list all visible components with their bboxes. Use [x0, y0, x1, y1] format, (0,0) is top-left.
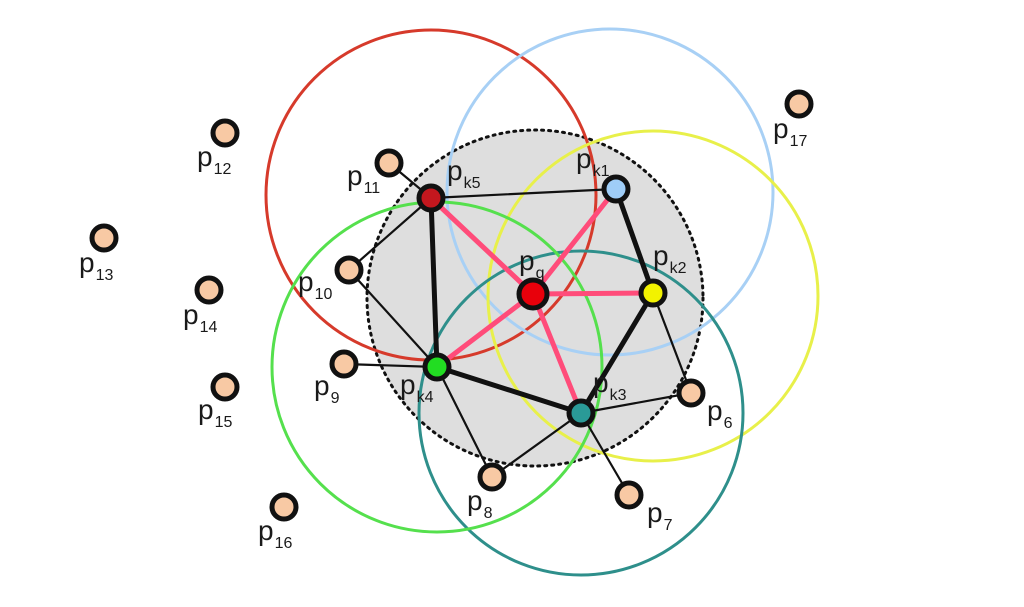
label-p16: p16 — [258, 515, 292, 552]
point-p10 — [334, 255, 364, 285]
label-base: p — [347, 160, 363, 191]
label-subscript: 11 — [364, 180, 381, 197]
label-p10: p10 — [298, 266, 332, 303]
label-p8: p8 — [467, 485, 493, 522]
label-p7: p7 — [647, 497, 673, 534]
point-p6 — [676, 378, 706, 408]
label-base: p — [773, 113, 789, 144]
edge-pq-pk2 — [530, 290, 656, 297]
label-base: p — [79, 247, 95, 278]
label-p13: p13 — [79, 247, 113, 284]
edge-pk5-pk4 — [428, 195, 440, 370]
edge-pk4-pk3 — [434, 364, 584, 416]
point-p14 — [194, 275, 224, 305]
edge-pq-pk5 — [428, 195, 536, 297]
point-p12 — [210, 118, 240, 148]
label-p11: p11 — [347, 160, 380, 197]
label-base: p — [593, 367, 609, 398]
label-subscript: 10 — [315, 286, 333, 303]
label-p12: p12 — [197, 141, 231, 178]
label-subscript: 9 — [331, 390, 340, 407]
edge-pk4-p8 — [435, 365, 494, 479]
circle-k2 — [486, 129, 820, 463]
label-pk3: pk3 — [593, 367, 627, 404]
label-base: p — [467, 485, 483, 516]
label-subscript: k4 — [417, 389, 434, 406]
point-p15 — [210, 372, 240, 402]
label-base: p — [400, 369, 416, 400]
label-pk5: pk5 — [447, 155, 481, 192]
edge-pk3-pk2 — [578, 290, 656, 416]
point-p13 — [89, 223, 119, 253]
point-p9 — [329, 349, 359, 379]
edge-pq-pk1 — [530, 186, 619, 297]
label-base: p — [198, 394, 214, 425]
label-pq: pq — [519, 245, 544, 282]
edge-pq-pk4 — [434, 291, 536, 370]
circle-k3 — [417, 249, 745, 577]
edge-pq-pk3 — [530, 291, 584, 416]
label-subscript: 15 — [215, 414, 233, 431]
edge-pk5-pk1 — [429, 187, 618, 200]
edge-p10-pk4 — [347, 268, 439, 369]
point-labels: pqpk1pk2pk3pk4pk5p6p7p8p9p10p11p12p13p14… — [79, 113, 807, 552]
circle-k1 — [445, 27, 775, 357]
point-pq — [516, 277, 550, 311]
label-subscript: k3 — [610, 387, 627, 404]
edge-pk2-pk1 — [613, 186, 656, 296]
label-subscript: k1 — [593, 163, 610, 180]
point-p11 — [374, 148, 404, 178]
point-p16 — [269, 492, 299, 522]
label-base: p — [576, 143, 592, 174]
label-base: p — [314, 370, 330, 401]
label-base: p — [258, 515, 274, 546]
point-p7 — [614, 480, 644, 510]
label-base: p — [647, 497, 663, 528]
edge-p8-pk3 — [490, 411, 583, 479]
label-subscript: 13 — [96, 267, 114, 284]
edge-pk3-p7 — [579, 411, 631, 497]
edge-p9-pk4 — [342, 362, 439, 369]
label-subscript: 8 — [484, 505, 493, 522]
label-base: p — [519, 245, 535, 276]
point-pk5 — [416, 183, 446, 213]
point-pk4 — [422, 352, 452, 382]
label-base: p — [183, 299, 199, 330]
edge-pk2-p6 — [651, 291, 693, 395]
label-p15: p15 — [198, 394, 232, 431]
label-p14: p14 — [183, 299, 217, 336]
label-subscript: 12 — [214, 161, 232, 178]
label-base: p — [653, 240, 669, 271]
label-p17: p17 — [773, 113, 807, 150]
edge-pk3-p6 — [579, 391, 693, 415]
label-subscript: k5 — [464, 175, 481, 192]
label-pk1: pk1 — [576, 143, 610, 180]
label-p9: p9 — [314, 370, 340, 407]
label-p6: p6 — [707, 395, 733, 432]
label-base: p — [447, 155, 463, 186]
point-p17 — [784, 89, 814, 119]
label-subscript: 6 — [724, 415, 733, 432]
label-subscript: 7 — [664, 517, 673, 534]
label-base: p — [197, 141, 213, 172]
point-p8 — [477, 462, 507, 492]
label-base: p — [298, 266, 314, 297]
point-pk1 — [601, 174, 631, 204]
label-subscript: 14 — [200, 319, 218, 336]
label-subscript: k2 — [670, 260, 687, 277]
label-base: p — [707, 395, 723, 426]
label-subscript: 17 — [790, 133, 808, 150]
label-subscript: q — [536, 265, 545, 282]
label-subscript: 16 — [275, 535, 293, 552]
label-pk2: pk2 — [653, 240, 687, 277]
label-pk4: pk4 — [400, 369, 434, 406]
point-pk2 — [638, 278, 668, 308]
point-pk3 — [566, 398, 596, 428]
edge-pk5-p10 — [347, 196, 433, 272]
